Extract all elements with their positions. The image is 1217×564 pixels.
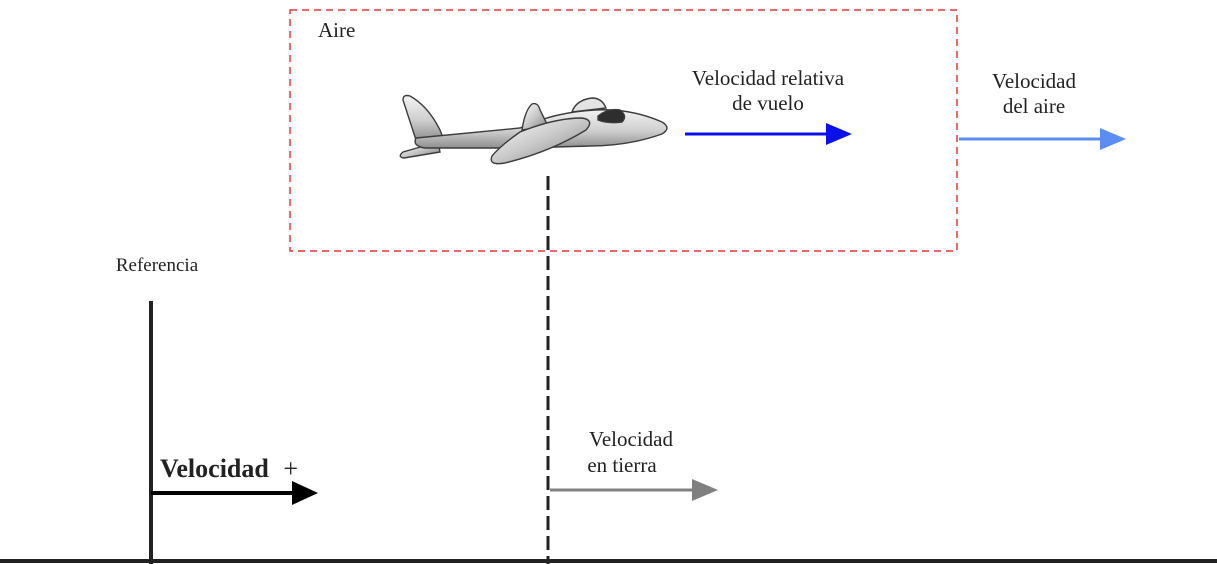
air-velocity-label-line1: Velocidad — [992, 69, 1076, 93]
air-box — [289, 9, 958, 252]
positive-velocity-arrowhead — [292, 481, 318, 505]
positive-velocity-word: Velocidad — [160, 454, 269, 483]
air-box-label: Aire — [318, 18, 355, 42]
reference-label: Referencia — [116, 255, 199, 276]
relative-velocity-label-line2: de vuelo — [732, 91, 804, 115]
air-velocity-arrowhead — [1100, 128, 1126, 150]
ground-velocity-label-line2: en tierra — [587, 453, 657, 477]
ground-velocity-arrowhead — [692, 479, 718, 501]
air-velocity-label-line2: del aire — [1003, 94, 1065, 118]
positive-velocity-sign: + — [283, 454, 298, 483]
airplane-icon — [399, 94, 668, 165]
positive-velocity-label: Velocidad + — [160, 454, 298, 483]
ground-velocity-label-line1: Velocidad — [589, 427, 673, 451]
relative-velocity-label-line1: Velocidad relativa — [692, 66, 845, 90]
relative-velocity-arrowhead — [826, 123, 852, 145]
